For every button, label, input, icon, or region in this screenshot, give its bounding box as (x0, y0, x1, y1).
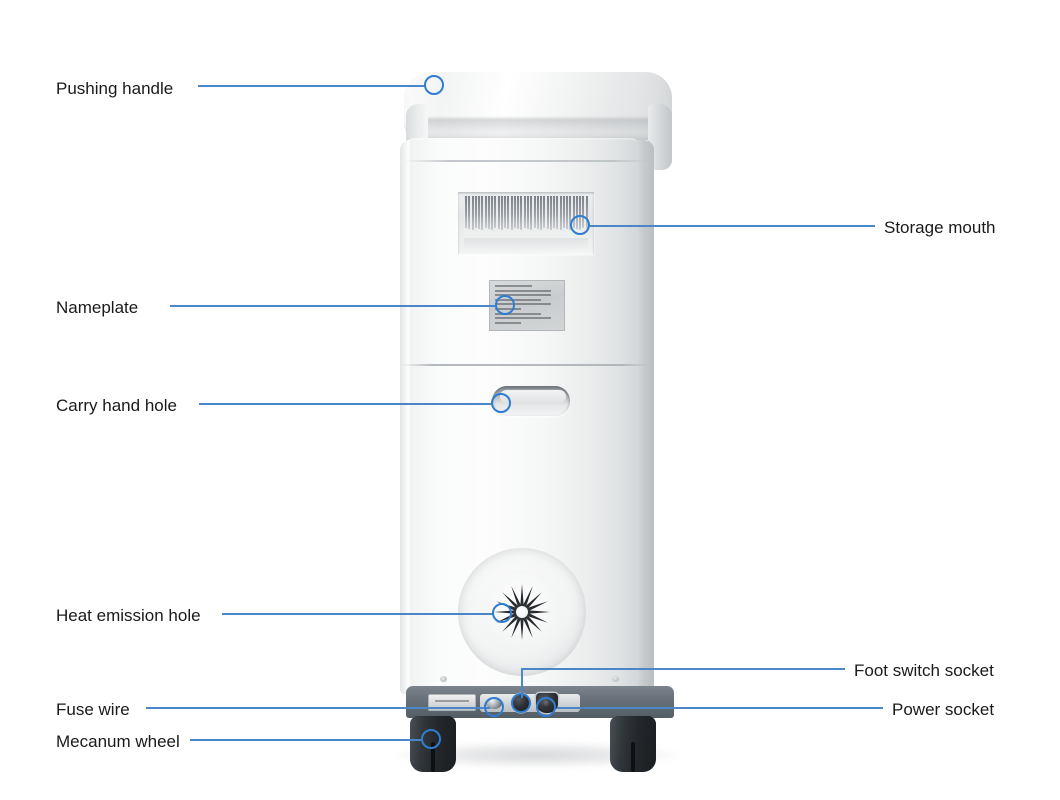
marker-nameplate (495, 295, 515, 315)
callout-label-mecanum-wheel: Mecanum wheel (56, 732, 180, 751)
callout-label-carry-hand-hole: Carry hand hole (56, 396, 177, 415)
fuse-wire-plate (428, 694, 476, 711)
storage-mouth-slats (464, 196, 588, 240)
callout-label-storage-mouth: Storage mouth (884, 218, 996, 237)
callout-label-fuse-wire: Fuse wire (56, 700, 130, 719)
callout-label-nameplate: Nameplate (56, 298, 139, 317)
pushing-handle-cap (404, 72, 672, 140)
body-top-seam (404, 160, 652, 162)
leader-heat-emission-hole (222, 613, 494, 615)
heat-vent-hub (516, 606, 528, 618)
body-right-edge (636, 140, 654, 692)
leader-carry-hand-hole (199, 403, 493, 405)
marker-foot-switch-socket (511, 693, 531, 713)
callout-label-heat-emission-hole: Heat emission hole (56, 606, 201, 625)
leader-mecanum-wheel (190, 739, 422, 741)
leader-pushing-handle (198, 85, 425, 87)
callout-label-pushing-handle: Pushing handle (56, 79, 174, 98)
storage-mouth-lower-lip (464, 238, 588, 250)
leader-foot-switch-socket (521, 668, 845, 670)
marker-pushing-handle (424, 75, 444, 95)
marker-heat-emission-hole (492, 603, 512, 623)
marker-storage-mouth (570, 215, 590, 235)
leader-power-socket (557, 707, 883, 709)
mecanum-wheel-right (610, 716, 656, 772)
base-screw-right (612, 676, 619, 682)
marker-power-socket (536, 697, 556, 717)
leader-foot-switch-socket-drop (521, 668, 523, 698)
body-left-highlight (400, 140, 410, 692)
marker-mecanum-wheel (421, 729, 441, 749)
body-mid-seam (402, 364, 652, 366)
callout-label-power-socket: Power socket (892, 700, 995, 719)
callout-label-foot-switch-socket: Foot switch socket (854, 661, 994, 680)
base-screw-left (440, 676, 447, 682)
carry-hand-hole-lip (500, 390, 566, 403)
marker-fuse-wire (484, 697, 504, 717)
leader-nameplate (170, 305, 497, 307)
leader-storage-mouth (589, 225, 875, 227)
leader-fuse-wire (146, 707, 490, 709)
marker-carry-hand-hole (491, 393, 511, 413)
